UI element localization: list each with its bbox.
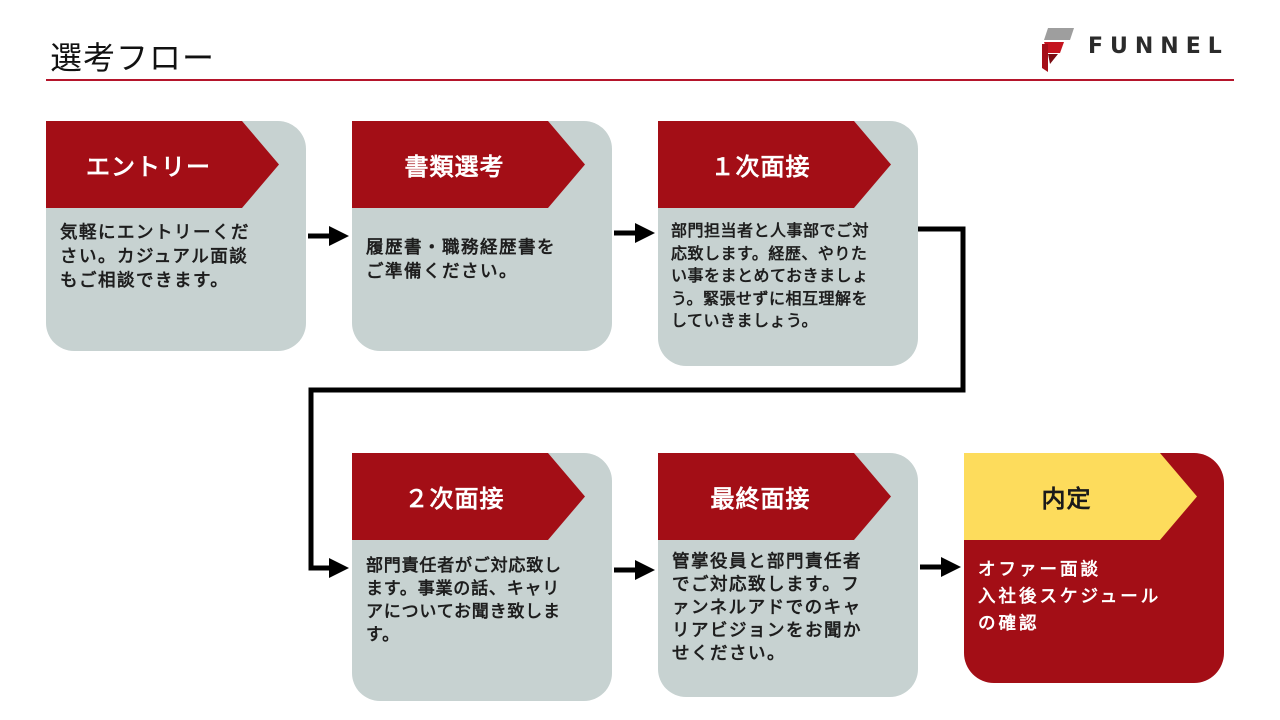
- step-card-offer: 内定 オファー面談 入社後スケジュール の確認: [964, 453, 1224, 683]
- step-card-document-screening: 書類選考 履歴書・職務経歴書を ご準備ください。: [352, 121, 612, 351]
- funnel-f-logo-icon: [1042, 28, 1074, 72]
- step-title: ２次面接: [404, 485, 505, 513]
- step-description: 部門担当者と人事部でご対 応致します。経歴、やりた い事をまとめておきましょ う…: [671, 221, 870, 330]
- step-card-second-interview: ２次面接 部門責任者がご対応致し ます。事業の話、キャリ アについてお聞き致しま…: [352, 453, 612, 701]
- logo-wordmark: FUNNEL: [1088, 34, 1229, 59]
- step-card-first-interview: １次面接 部門担当者と人事部でご対 応致します。経歴、やりた い事をまとめておき…: [658, 121, 918, 366]
- step-title: １次面接: [710, 153, 811, 181]
- step-title: エントリー: [86, 153, 211, 181]
- step-title: 書類選考: [404, 153, 505, 181]
- step-header-arrow: [46, 121, 279, 208]
- step-description: 部門責任者がご対応致し ます。事業の話、キャリ アについてお聞き致しま す。: [366, 556, 562, 645]
- step-description: オファー面談 入社後スケジュール の確認: [978, 560, 1162, 634]
- step-header-arrow: [658, 453, 891, 540]
- step-header-arrow: [964, 453, 1197, 540]
- step-description: 管掌役員と部門責任者 でご対応致します。フ ァンネルアドでのキャ リアビジョンを…: [672, 552, 862, 664]
- step-description: 気軽にエントリーくだ さい。カジュアル面談 もご相談できます。: [60, 223, 250, 291]
- step-title: 最終面接: [710, 485, 811, 513]
- step-header-arrow: [658, 121, 891, 208]
- step-header-arrow: [352, 453, 585, 540]
- step-header-arrow: [352, 121, 585, 208]
- step-title: 内定: [1041, 485, 1092, 513]
- step-card-final-interview: 最終面接 管掌役員と部門責任者 でご対応致します。フ ァンネルアドでのキャ リア…: [658, 453, 918, 697]
- step-card-entry: エントリー 気軽にエントリーくだ さい。カジュアル面談 もご相談できます。: [46, 121, 306, 351]
- title-divider: [46, 79, 1234, 81]
- step-description: 履歴書・職務経歴書を ご準備ください。: [366, 238, 556, 282]
- funnel-logo: FUNNEL: [1038, 26, 1238, 76]
- page-title: 選考フロー: [50, 39, 216, 77]
